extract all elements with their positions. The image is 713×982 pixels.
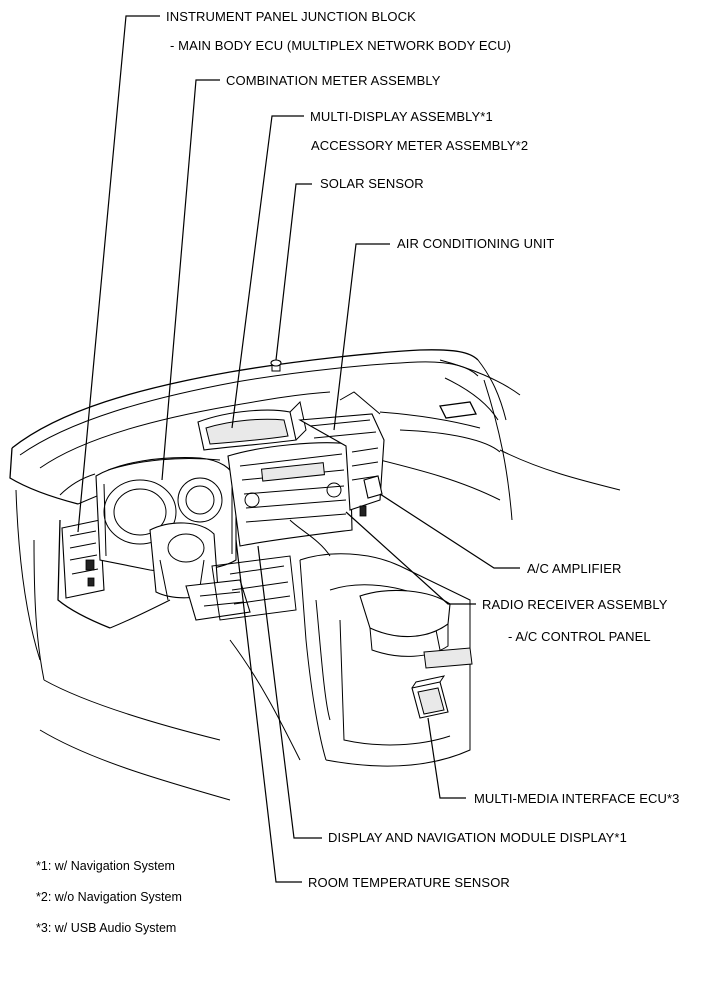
label-instrument-panel-junction-block: INSTRUMENT PANEL JUNCTION BLOCK — [166, 9, 416, 24]
label-solar-sensor: SOLAR SENSOR — [320, 176, 424, 191]
multi-media-ecu-shape — [411, 675, 449, 719]
label-multi-media-interface-ecu: MULTI-MEDIA INTERFACE ECU*3 — [474, 791, 680, 806]
multi-display-shape — [197, 400, 307, 451]
label-main-body-ecu: - MAIN BODY ECU (MULTIPLEX NETWORK BODY … — [170, 38, 511, 53]
footnote-2: *2: w/o Navigation System — [36, 890, 182, 904]
label-air-conditioning-unit: AIR CONDITIONING UNIT — [397, 236, 555, 251]
label-radio-receiver-assembly: RADIO RECEIVER ASSEMBLY — [482, 597, 668, 612]
solar-sensor-shape — [270, 359, 282, 372]
floor-lines — [39, 639, 301, 801]
dashboard-outline — [9, 349, 621, 681]
steering-column-shape — [149, 522, 251, 621]
label-ac-control-panel: - A/C CONTROL PANEL — [508, 629, 651, 644]
label-accessory-meter-assembly: ACCESSORY METER ASSEMBLY*2 — [311, 138, 529, 153]
air-conditioning-unit-shape — [211, 391, 385, 621]
label-room-temperature-sensor: ROOM TEMPERATURE SENSOR — [308, 875, 510, 890]
label-multi-display-assembly: MULTI-DISPLAY ASSEMBLY*1 — [310, 109, 493, 124]
console-shape — [299, 553, 473, 767]
label-combination-meter-assembly: COMBINATION METER ASSEMBLY — [226, 73, 441, 88]
leader-lines — [77, 15, 520, 883]
junction-block-shape — [61, 519, 105, 599]
center-stack-shape — [227, 442, 353, 557]
label-ac-amplifier: A/C AMPLIFIER — [527, 561, 622, 576]
footnote-3: *3: w/ USB Audio System — [36, 921, 177, 935]
label-display-navigation-module: DISPLAY AND NAVIGATION MODULE DISPLAY*1 — [328, 830, 627, 845]
footnote-1: *1: w/ Navigation System — [36, 859, 175, 873]
